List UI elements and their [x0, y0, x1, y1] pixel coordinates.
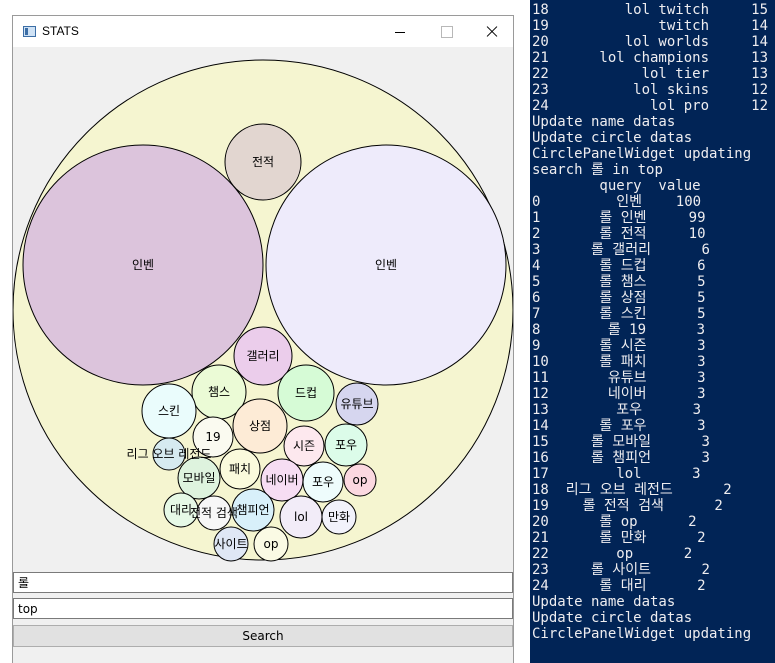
bubble[interactable]: [219, 448, 261, 490]
bubble-label: 네이버: [265, 473, 298, 487]
bubble-label: 전적: [252, 155, 274, 169]
bubble[interactable]: [22, 144, 264, 386]
app-window-icon: [23, 26, 36, 37]
maximize-button[interactable]: [423, 16, 469, 47]
console-line: 21 롤 만화 2: [532, 530, 706, 546]
console-line: 13 포우 3: [532, 402, 702, 418]
sort-input[interactable]: [13, 598, 513, 619]
bubble-label: 모바일: [182, 471, 215, 485]
console-line: 22 lol tier 13: [532, 66, 769, 82]
console-line: 12 네이버 3: [532, 386, 706, 402]
bubble-label: 포우: [312, 475, 334, 489]
console-line: 23 롤 사이트 2: [532, 562, 710, 578]
console-line: 3 롤 갤러리 6: [532, 242, 710, 258]
bubble-label: 유튜브: [340, 397, 373, 411]
bubble-label: lol: [294, 510, 308, 524]
console-line: 15 롤 모바일 3: [532, 434, 710, 450]
query-input[interactable]: [13, 572, 513, 593]
console-line: Update name datas: [532, 594, 676, 610]
bubble-label: op: [353, 473, 368, 487]
console-line: 23 lol skins 12: [532, 82, 769, 98]
bubble-label: 드컵: [295, 386, 317, 400]
bubble[interactable]: [177, 456, 221, 500]
bubble-label: 사이트: [214, 537, 247, 551]
console-line: 0 인벤 100: [532, 194, 702, 210]
bubble[interactable]: [324, 423, 368, 467]
console-line: 20 롤 op 2: [532, 514, 697, 530]
console-line: 18 리그 오브 레전드 2: [532, 482, 732, 498]
console-line: Update name datas: [532, 114, 676, 130]
console-line: 16 롤 챔피언 3: [532, 450, 710, 466]
bubble[interactable]: [343, 463, 377, 497]
window-title: STATS: [42, 24, 79, 38]
bubble[interactable]: [277, 364, 335, 422]
console-line: CirclePanelWidget updating: [532, 146, 752, 162]
bubble[interactable]: [192, 416, 234, 458]
console-line: 11 유튜브 3: [532, 370, 706, 386]
bubble-label: 대리: [170, 503, 192, 517]
console-line: 24 lol pro 12: [532, 98, 769, 114]
bubble-label: 챔피언: [236, 502, 269, 517]
console-line: 19 롤 전적 검색 2: [532, 498, 723, 514]
console-line: 14 롤 포우 3: [532, 418, 706, 434]
bubble-label: 챔스: [208, 384, 230, 399]
console-line: 10 롤 패치 3: [532, 354, 706, 370]
console-line: Update circle datas: [532, 130, 693, 146]
bubble-label: 인벤: [132, 258, 154, 272]
bubble-label: 만화: [328, 510, 350, 524]
console-line: 6 롤 상점 5: [532, 290, 706, 306]
bubble[interactable]: [196, 495, 232, 531]
bubble-label: 전적 검색: [190, 506, 238, 520]
bubble-label: 갤러리: [246, 349, 279, 363]
console-line: 4 롤 드컵 6: [532, 258, 706, 274]
console-line: Update circle datas: [532, 610, 693, 626]
bubble-label: 패치: [229, 462, 251, 476]
console-line: CirclePanelWidget updating: [532, 626, 752, 642]
bubble[interactable]: [265, 144, 507, 386]
console-line: 24 롤 대리 2: [532, 578, 706, 594]
bubble[interactable]: [233, 326, 293, 386]
bubble-label: 스킨: [158, 404, 180, 418]
bubble[interactable]: [224, 123, 302, 201]
console-line: 1 롤 인벤 99: [532, 210, 706, 226]
bubble-label: 포우: [335, 438, 357, 452]
bubble-label: 인벤: [375, 258, 397, 272]
console-line: 2 롤 전적 10: [532, 226, 706, 242]
bubble-label: 시즌: [293, 439, 315, 453]
bubble[interactable]: [253, 526, 289, 562]
bubble-label: op: [264, 537, 279, 551]
console-line: 19 twitch 14: [532, 18, 769, 34]
title-bar[interactable]: STATS: [13, 16, 513, 47]
bubble-label: 리그 오브 레전드: [127, 447, 212, 461]
console-line: 9 롤 시즌 3: [532, 338, 706, 354]
console-line: 5 롤 챔스 5: [532, 274, 706, 290]
bubble[interactable]: [335, 382, 379, 426]
console-line: 22 op 2: [532, 546, 693, 562]
console-line: query value: [532, 178, 701, 194]
console-line: search 롤 in top: [532, 162, 663, 178]
bubble[interactable]: [302, 461, 344, 503]
console-line: 17 lol 3: [532, 466, 701, 482]
console-line: 21 lol champions 13: [532, 50, 769, 66]
bubble-label: 상점: [249, 419, 271, 433]
minimize-button[interactable]: [377, 16, 423, 47]
console-line: 18 lol twitch 15: [532, 2, 769, 18]
bubble-label: 19: [205, 430, 220, 444]
bubble[interactable]: [232, 398, 288, 454]
bubble[interactable]: [152, 437, 186, 471]
bubble[interactable]: [213, 526, 249, 562]
bubble[interactable]: [231, 488, 275, 532]
console-line: 20 lol worlds 14: [532, 34, 769, 50]
close-button[interactable]: [469, 16, 515, 47]
bubble[interactable]: [321, 499, 357, 535]
console-line: 7 롤 스킨 5: [532, 306, 706, 322]
console-line: 8 롤 19 3: [532, 322, 706, 338]
search-button[interactable]: Search: [13, 625, 513, 647]
bubble[interactable]: [283, 425, 325, 467]
